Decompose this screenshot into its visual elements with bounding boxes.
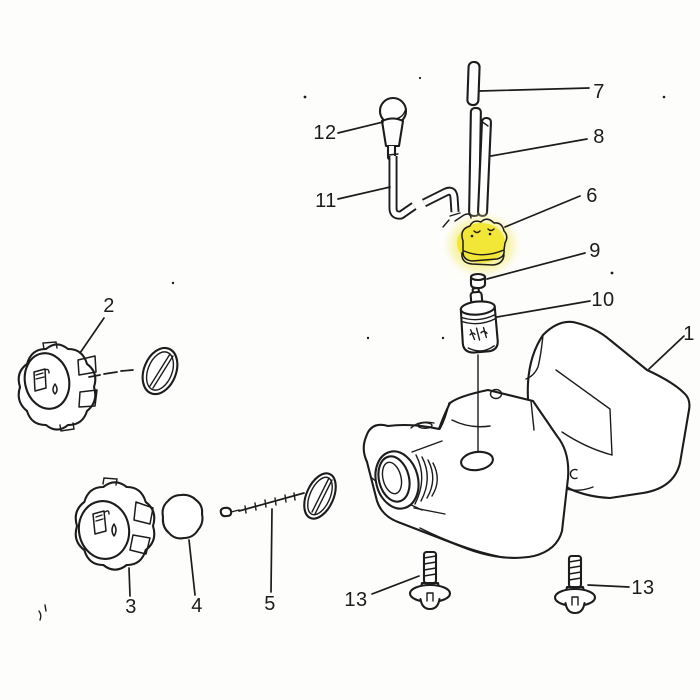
leader-line-5	[270, 508, 273, 593]
retainer-disc	[141, 346, 179, 396]
retainer-cord	[238, 492, 305, 512]
part-9-connector[interactable]	[469, 272, 487, 290]
tank-filler-hole	[460, 450, 494, 472]
fuel-pickup-line	[460, 354, 494, 472]
leader-line-11	[337, 186, 391, 200]
part-11-bent-pipe[interactable]	[387, 153, 461, 228]
leader-line-1	[648, 335, 685, 370]
leader-line-13-right	[587, 584, 630, 588]
part-8-tube-long[interactable]	[468, 106, 493, 218]
part-label-5[interactable]: 5	[264, 593, 276, 615]
part-label-4[interactable]: 4	[191, 595, 203, 617]
part-label-6[interactable]: 6	[586, 185, 598, 207]
part-labels: 1 2 3 4 5 6 7 8 9 10 11 12 13 13	[103, 81, 695, 618]
fuel-pump-glyph	[33, 368, 58, 395]
leader-line-9	[486, 252, 586, 280]
part-label-2[interactable]: 2	[103, 295, 115, 317]
part-label-12[interactable]: 12	[313, 122, 336, 144]
retainer-disc	[303, 472, 337, 520]
part-label-8[interactable]: 8	[593, 126, 605, 148]
leader-line-12	[337, 121, 384, 134]
part-5-cap-retainer[interactable]	[219, 469, 342, 524]
leader-lines	[79, 87, 685, 597]
part-label-9[interactable]: 9	[589, 240, 601, 262]
part-label-1[interactable]: 1	[683, 323, 695, 345]
part-label-13-right[interactable]: 13	[631, 577, 654, 599]
part-3-fuel-cap[interactable]	[74, 477, 156, 571]
part-2-fuel-cap-assembly[interactable]	[17, 341, 184, 432]
leader-line-4	[188, 539, 196, 596]
part-4-gasket[interactable]	[161, 493, 204, 540]
part-10-fuel-filter[interactable]	[458, 286, 499, 354]
part-6-grommet-highlighted[interactable]	[450, 213, 514, 272]
part-12-check-valve[interactable]	[378, 96, 408, 161]
part-7-tube-short[interactable]	[466, 60, 481, 107]
part-label-7[interactable]: 7	[593, 81, 605, 103]
part-label-11[interactable]: 11	[315, 190, 337, 212]
retainer-strap	[88, 369, 134, 378]
part-13-screw-left[interactable]	[408, 550, 452, 611]
leader-line-7	[479, 87, 590, 92]
leader-line-3	[128, 567, 131, 597]
leader-line-2	[79, 317, 105, 354]
leader-line-8	[490, 138, 588, 157]
part-label-3[interactable]: 3	[125, 596, 137, 618]
part-label-13-left[interactable]: 13	[344, 589, 367, 611]
leader-line-10	[496, 300, 591, 318]
leader-line-6	[504, 195, 581, 228]
leader-line-13-left	[371, 575, 420, 595]
part-label-10[interactable]: 10	[591, 289, 614, 311]
part-1-fuel-tank[interactable]	[362, 320, 691, 559]
scan-specks	[38, 76, 666, 621]
fuel-pump-glyph	[92, 510, 117, 537]
